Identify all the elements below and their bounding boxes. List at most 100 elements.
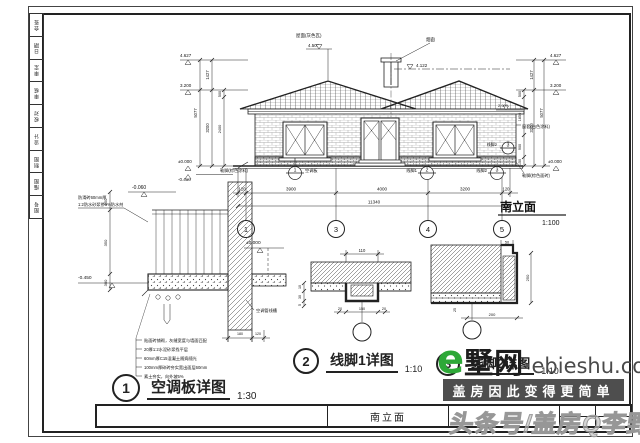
d2-dim-110: 110 xyxy=(359,248,366,253)
title-block-cell xyxy=(560,406,596,416)
roof-material-label: 屋面(灰色瓦) xyxy=(296,32,322,39)
d1-dim-300: 300 xyxy=(103,279,108,286)
south-elevation-drawing: 屋面(灰色瓦) 4.500 烟囱 4.122 5077 1427 3200 50… xyxy=(178,32,566,238)
watermark-domain: ebieshu.com xyxy=(531,354,640,378)
d2-dim-5: 5 xyxy=(298,304,302,306)
title-block-cell xyxy=(560,416,596,426)
strip-label: 审定 xyxy=(34,64,40,77)
ac-slab-annotations: -0.060 防滑砖60mm厚 1:2防水砂浆掺5%防水剂 ±0.000 -0.… xyxy=(78,185,284,336)
dim-1427-r: 1427 xyxy=(529,70,534,80)
detail1-scale: 1:30 xyxy=(237,391,257,402)
detail2-scale: 1:10 xyxy=(404,364,423,374)
moulding1-detail-drawing: 110 10 30 5 20 150 20 xyxy=(298,248,412,342)
moulding1-dimensions: 110 10 30 5 20 150 20 xyxy=(298,248,390,342)
moulding2-detail-title: 3 线脚2详图 1:10 xyxy=(436,352,559,376)
ac-slab-notes: 贴面砖铺砌，灰缝宽度与墙面匹配 20厚1:2水泥砂浆找平层 60mm厚C15混凝… xyxy=(135,293,208,380)
ebieshu-e-icon: e xyxy=(437,337,465,383)
strip-label: 描图 xyxy=(34,178,40,191)
view-title: 南立面 xyxy=(500,199,536,214)
chimney-level-value: 4.122 xyxy=(416,63,428,68)
strip-label: 设计 xyxy=(34,132,40,145)
note-left: 勒脚(棕色涂料) xyxy=(220,167,249,174)
watermark-banner-text: 盖房因此变得更简单 xyxy=(452,383,615,399)
roof-annotations: 屋面(灰色瓦) 4.500 烟囱 4.122 xyxy=(296,32,510,80)
ac-slab-detail-title: 1 空调板详图 1:30 xyxy=(112,374,256,402)
dim-4000: 4000 xyxy=(377,187,388,192)
strip-cell: 会签 xyxy=(30,14,43,37)
dim-3200-b: 3200 xyxy=(460,187,471,192)
dim-5077-r: 5077 xyxy=(539,108,544,118)
left-dimensions: 5077 1427 3200 500 2400 4.627 3.200 ±0.0… xyxy=(178,53,248,182)
dim-1850: 1850 xyxy=(518,113,522,121)
watermark-dot: · xyxy=(524,353,532,378)
dim-total: 11340 xyxy=(368,200,381,205)
moulding1-detail-title: 2 线脚1详图 1:10 xyxy=(293,348,422,374)
strip-label: 日期 xyxy=(34,41,40,54)
axis-3: 3 xyxy=(334,225,338,234)
d1-level-neg: -0.450 xyxy=(78,275,92,281)
strip-label: 审核 xyxy=(34,87,40,100)
moulding2-detail-drawing: 50 250 200 25 xyxy=(430,240,534,340)
d1-dim-120: 120 xyxy=(255,332,261,336)
strip-cell: 日期 xyxy=(30,37,43,60)
strip-cell: 审定 xyxy=(30,60,43,83)
d1-note-1: 贴面砖铺砌，灰缝宽度与墙面匹配 xyxy=(144,337,208,344)
d1-level-top: -0.060 xyxy=(132,185,146,191)
level-top-r: 4.627 xyxy=(550,53,562,58)
d1-note-5: 素土夯实，向外坡5% xyxy=(144,373,184,380)
level-zero-r: ±0.000 xyxy=(548,159,562,164)
marker1-label: 空调板 xyxy=(305,167,318,174)
strip-cell: 描图 xyxy=(30,173,43,197)
title-block-row xyxy=(560,406,630,417)
watermark-brand: 墅网 xyxy=(464,348,525,380)
axis-4: 4 xyxy=(426,225,430,234)
strip-cell: 制图 xyxy=(30,151,43,174)
marker2-label: 线脚1 xyxy=(406,167,417,174)
d1-pipe-label: 空调管线槽 xyxy=(256,307,278,314)
strip-cell: 图号 xyxy=(30,196,43,218)
title-block: 南立面 xyxy=(95,404,632,428)
title-block-mid-cell xyxy=(449,406,560,426)
marker1-num: 1 xyxy=(294,168,297,174)
d1-note-2: 20厚1:2水泥砂浆找平层 xyxy=(144,346,188,353)
detail-markers: 1 空调板 线脚1 2 线脚2 3 勒脚(棕色涂料) xyxy=(220,158,506,180)
title-block-row xyxy=(560,416,630,426)
d1-dim-150: 150 xyxy=(103,198,108,205)
d1-dim-180: 180 xyxy=(237,332,243,336)
marker3-wall-num: 3 xyxy=(507,143,510,149)
level-eave-r: 3.200 xyxy=(550,83,562,88)
d2-dim-30: 30 xyxy=(298,295,302,299)
moulding1-geometry xyxy=(310,261,412,303)
dim-2400: 2400 xyxy=(218,125,222,133)
strip-cell: 校对 xyxy=(30,105,43,128)
d3-dim-50: 50 xyxy=(505,241,509,245)
dim-500-r: 500 xyxy=(518,91,522,97)
detail3-number-bubble: 3 xyxy=(436,352,460,376)
d3-dim-250: 250 xyxy=(525,274,530,281)
d1-level-zero: ±0.000 xyxy=(246,240,261,246)
detail2-number-bubble: 2 xyxy=(293,348,319,374)
strip-label: 校对 xyxy=(34,110,40,123)
marker3-num: 3 xyxy=(496,168,499,174)
d1-note-4: 100mm厚碎砖夯实宽出面层60mm xyxy=(144,364,208,371)
level-eave: 3.200 xyxy=(180,83,192,88)
windows-and-door xyxy=(278,117,482,167)
marker2-num: 2 xyxy=(426,168,429,174)
title-block-empty-cell xyxy=(97,406,328,426)
dim-3900: 3900 xyxy=(286,187,297,192)
title-block-drawing-name: 南立面 xyxy=(328,406,449,426)
dim-120-r: 120 xyxy=(503,187,511,192)
d2-dim-10: 10 xyxy=(298,285,302,289)
moulding2-geometry xyxy=(430,243,519,305)
dim-900: 900 xyxy=(518,144,522,150)
axis-5: 5 xyxy=(500,225,504,234)
detail3-scale: 1:10 xyxy=(541,366,559,376)
d1-note-3: 60mm厚C15混凝土随捣随光 xyxy=(144,355,197,362)
d3-dim-25: 25 xyxy=(453,308,457,312)
d2-dim-20r: 20 xyxy=(382,307,386,311)
detail1-number-bubble: 1 xyxy=(112,374,140,402)
dim-5077: 5077 xyxy=(193,108,198,118)
strip-label: 图号 xyxy=(34,201,40,214)
level-neg: -0.450 xyxy=(178,177,191,182)
